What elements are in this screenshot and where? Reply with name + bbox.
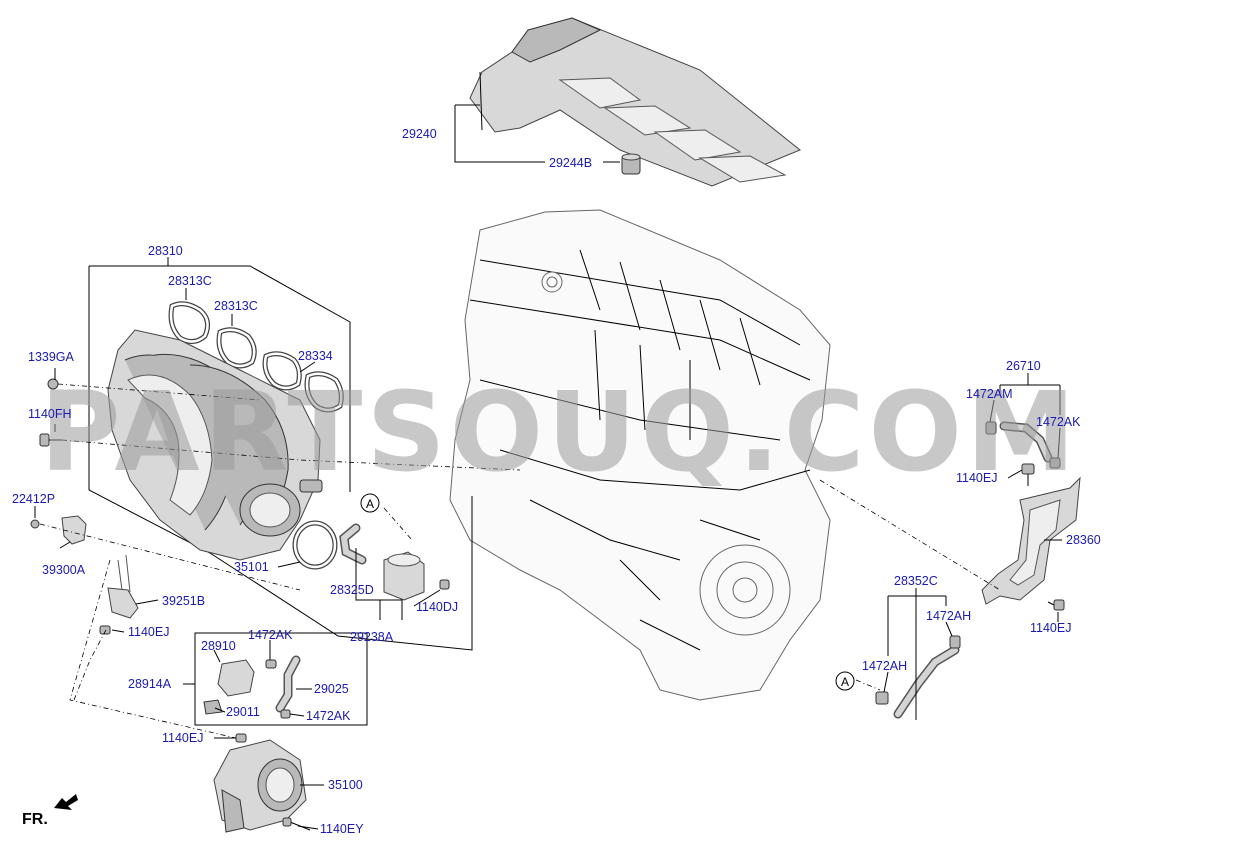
gasket-28334[interactable]	[262, 351, 344, 413]
label-1472am[interactable]: 1472AM	[966, 387, 1013, 401]
label-28910[interactable]: 28910	[201, 639, 236, 653]
leader-lines	[34, 104, 1062, 830]
label-1140dj[interactable]: 1140DJ	[416, 600, 458, 614]
label-29238a[interactable]: 29238A	[350, 630, 394, 644]
hose-28352c[interactable]	[875, 635, 961, 719]
label-39300a[interactable]: 39300A	[42, 563, 86, 577]
front-arrow-icon	[54, 794, 78, 810]
water-pipe-28360[interactable]	[981, 476, 1081, 605]
bolt-1140ej-right-bottom[interactable]	[1047, 599, 1065, 611]
sensor-39300a[interactable]	[30, 515, 87, 545]
bolt-1140ej-right-top[interactable]	[1021, 463, 1035, 486]
part-labels: 29240 29244B 28310 28313C 28313C 28334 1…	[12, 127, 1101, 836]
watermark: PARTSOUQ.COM	[40, 368, 1080, 496]
front-marker: FR.	[22, 794, 78, 828]
svg-text:A: A	[841, 675, 849, 689]
label-28914a[interactable]: 28914A	[128, 677, 172, 691]
svg-text:A: A	[366, 497, 374, 511]
label-1472ak-3[interactable]: 1472AK	[1036, 415, 1081, 429]
label-22412p[interactable]: 22412P	[12, 492, 55, 506]
bolt-1140fh[interactable]	[39, 433, 62, 447]
engine-cover[interactable]	[469, 17, 801, 187]
hose-29025[interactable]	[275, 655, 301, 713]
valve-29238a[interactable]	[383, 551, 450, 601]
gasket-28313c-2[interactable]	[216, 327, 257, 369]
purge-valve-frame	[194, 632, 368, 726]
label-1339ga[interactable]: 1339GA	[28, 350, 75, 364]
cover-grommet[interactable]	[621, 153, 641, 175]
gasket-28313c-1[interactable]	[168, 301, 211, 344]
label-1140fh[interactable]: 1140FH	[28, 407, 72, 421]
label-29025[interactable]: 29025	[314, 682, 349, 696]
bracket-39251b[interactable]	[99, 554, 139, 635]
label-1140ej-1[interactable]: 1140EJ	[128, 625, 169, 639]
callout-a-right: A	[835, 671, 855, 691]
label-29011[interactable]: 29011	[226, 705, 260, 719]
label-28360[interactable]: 28360	[1066, 533, 1101, 547]
throttle-gasket-ring[interactable]	[292, 520, 338, 570]
clamp-1472ak[interactable]	[280, 709, 291, 719]
label-35100[interactable]: 35100	[328, 778, 363, 792]
dashed-guide-lines	[39, 383, 1001, 739]
intake-manifold[interactable]	[107, 329, 323, 561]
label-1472ak-1[interactable]: 1472AK	[248, 628, 293, 642]
label-1140ej-3[interactable]: 1140EJ	[956, 471, 997, 485]
label-28313c-1[interactable]: 28313C	[168, 274, 212, 288]
label-1472ah-2[interactable]: 1472AH	[862, 659, 907, 673]
hose-28325d[interactable]	[339, 523, 367, 565]
label-28310[interactable]: 28310	[148, 244, 183, 258]
label-28313c-2[interactable]: 28313C	[214, 299, 258, 313]
label-29244b[interactable]: 29244B	[549, 156, 592, 170]
label-1140ey[interactable]: 1140EY	[320, 822, 364, 836]
label-39251b[interactable]: 39251B	[162, 594, 205, 608]
label-26710[interactable]: 26710	[1006, 359, 1041, 373]
manifold-assembly-frame	[88, 265, 473, 651]
label-28325d[interactable]: 28325D	[330, 583, 374, 597]
hose-26710[interactable]	[985, 421, 1061, 469]
label-28352c[interactable]: 28352C	[894, 574, 938, 588]
label-1140ej-2[interactable]: 1140EJ	[162, 731, 203, 745]
hose-29011[interactable]	[203, 699, 223, 715]
label-1140ej-4[interactable]: 1140EJ	[1030, 621, 1071, 635]
label-28334[interactable]: 28334	[298, 349, 333, 363]
label-29240[interactable]: 29240	[402, 127, 437, 141]
label-1472ak-2[interactable]: 1472AK	[306, 709, 351, 723]
svg-text:FR.: FR.	[22, 811, 48, 828]
callout-a-left: A	[360, 493, 380, 513]
label-35101[interactable]: 35101	[234, 560, 269, 574]
engine-block	[449, 209, 831, 701]
label-1472ah-1[interactable]: 1472AH	[926, 609, 971, 623]
solenoid-28910[interactable]	[217, 659, 277, 697]
throttle-body[interactable]	[213, 733, 311, 833]
